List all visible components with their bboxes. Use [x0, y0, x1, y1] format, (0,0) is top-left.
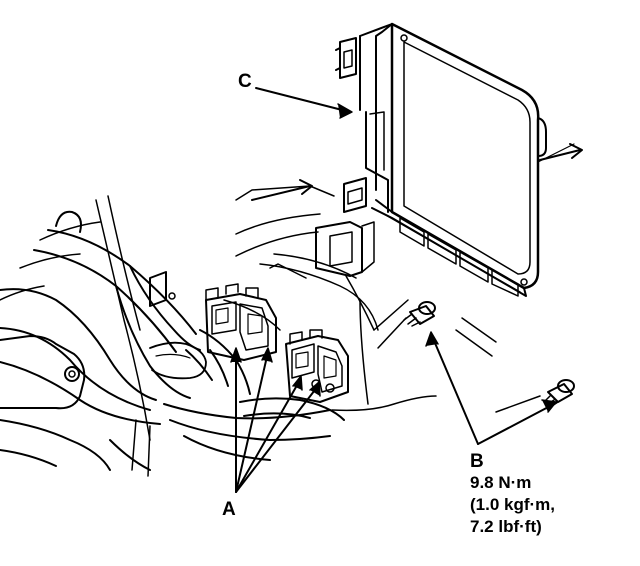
connector-right: [285, 329, 349, 403]
callout-a-label: A: [222, 499, 236, 520]
ecm-unit: [335, 22, 547, 297]
torque-spec-nm: 9.8 N·m: [470, 473, 532, 492]
torque-spec-kgf: (1.0 kgf·m,: [470, 495, 556, 514]
wire-harness: [0, 210, 345, 477]
removal-arrows: [251, 143, 583, 413]
torque-spec-lbf: 7.2 lbf·ft): [470, 517, 542, 536]
engine-component: [0, 335, 151, 471]
callout-c-leader: [255, 87, 353, 119]
callout-b-leaders: [425, 331, 557, 445]
bolt-upper: [403, 301, 436, 327]
callout-a-leaders: [230, 347, 321, 493]
callout-b-label: B: [470, 451, 484, 472]
connector-left: [205, 283, 277, 361]
callout-c-label: C: [238, 71, 252, 92]
